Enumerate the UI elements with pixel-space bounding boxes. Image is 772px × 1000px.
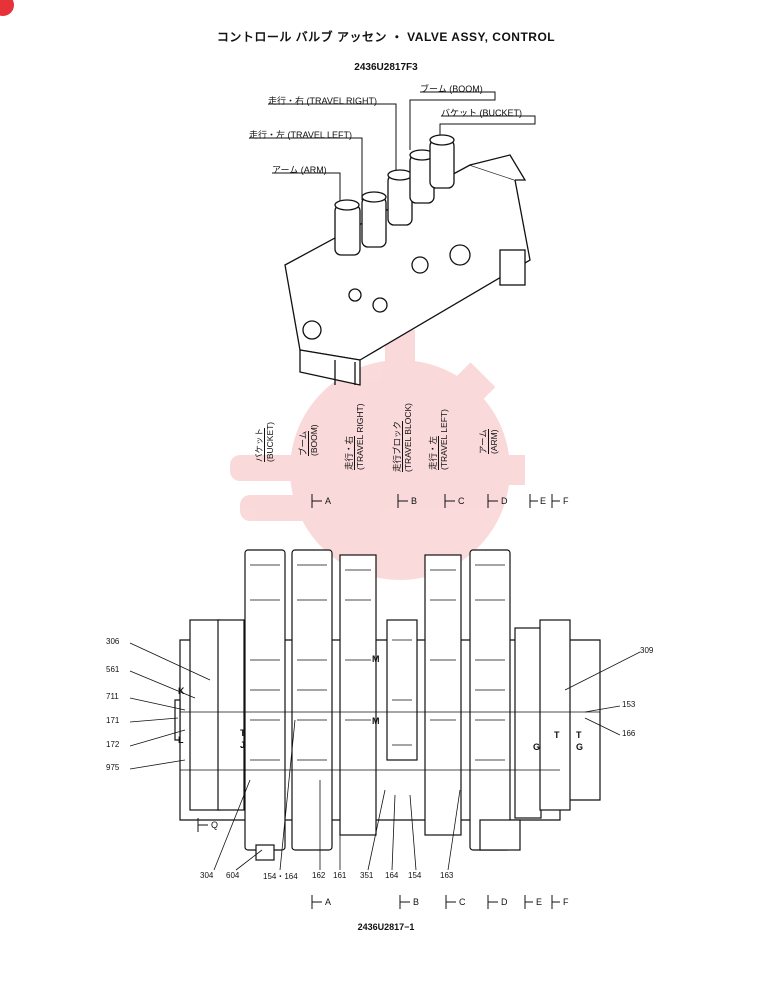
corner-badge	[0, 0, 14, 16]
port-t-left: T	[240, 728, 246, 738]
port-t-right1: T	[554, 730, 560, 740]
section-label-arm: アーム (ARM)	[478, 429, 499, 454]
section-label-bucket: バケット (BUCKET)	[254, 422, 275, 462]
part-ref-164: 164	[385, 871, 399, 880]
callout-arm: アーム (ARM)	[272, 165, 327, 175]
part-ref-309: 309	[640, 646, 654, 655]
part-ref-leaders	[129, 642, 641, 871]
section-mark-c-bottom: C	[459, 897, 466, 907]
port-m1: M	[372, 654, 380, 664]
port-j: J	[240, 740, 246, 750]
part-ref-172: 172	[106, 740, 120, 749]
part-ref-171: 171	[106, 716, 120, 725]
page-title: コントロール バルブ アッセン ・ VALVE ASSY, CONTROL	[216, 30, 556, 44]
section-label-travel-right-en: (TRAVEL RIGHT)	[355, 403, 365, 470]
callout-leaders	[249, 91, 536, 205]
part-ref-604: 604	[226, 871, 240, 880]
part-ref-306: 306	[106, 637, 120, 646]
section-label-arm-en: (ARM)	[489, 429, 499, 454]
section-label-travel-right-jp: 走行・右	[344, 435, 355, 470]
section-label-travel-left-en: (TRAVEL LEFT)	[439, 409, 449, 470]
section-mark-f-top: F	[563, 496, 569, 506]
section-label-travel-block-jp: 走行ブロック	[392, 420, 403, 472]
section-mark-c-top: C	[458, 496, 465, 506]
section-marks-top	[311, 494, 560, 508]
port-g2: G	[576, 742, 584, 752]
section-label-travel-left: 走行・左 (TRAVEL LEFT)	[428, 409, 449, 470]
part-ref-975: 975	[106, 763, 120, 772]
section-mark-b-top: B	[411, 496, 418, 506]
drawing-code-top: 2436U2817F3	[354, 62, 418, 73]
section-mark-b-bottom: B	[413, 897, 420, 907]
spool-details	[180, 564, 600, 771]
section-mark-f-bottom: F	[563, 897, 569, 907]
callout-bucket: バケット (BUCKET)	[441, 108, 523, 118]
part-ref-153: 153	[622, 700, 636, 709]
section-label-boom: ブーム (BOOM)	[298, 424, 319, 456]
section-label-travel-block: 走行ブロック (TRAVEL BLOCK)	[392, 403, 413, 472]
watermark-gear	[230, 330, 525, 580]
section-label-arm-jp: アーム	[478, 429, 489, 454]
part-ref-154-164: 154・164	[263, 872, 298, 881]
part-ref-163: 163	[440, 871, 454, 880]
section-label-bucket-jp: バケット	[254, 427, 265, 462]
part-ref-351: 351	[360, 871, 374, 880]
part-ref-154: 154	[408, 871, 422, 880]
section-label-bucket-en: (BUCKET)	[265, 421, 275, 462]
section-label-boom-jp: ブーム	[298, 430, 309, 456]
port-t-right2: T	[576, 730, 582, 740]
section-label-boom-en: (BOOM)	[309, 424, 319, 456]
isometric-valve	[284, 134, 531, 386]
part-ref-161: 161	[333, 871, 347, 880]
section-mark-d-bottom: D	[501, 897, 508, 907]
callout-travel-left: 走行・左 (TRAVEL LEFT)	[249, 130, 353, 140]
section-marks-bottom	[197, 818, 560, 909]
port-l: L	[178, 735, 184, 745]
section-label-travel-block-en: (TRAVEL BLOCK)	[403, 403, 413, 472]
section-mark-a-bottom: A	[325, 897, 332, 907]
section-mark-d-top: D	[501, 496, 508, 506]
part-ref-304: 304	[200, 871, 214, 880]
section-mark-e-top: E	[540, 496, 547, 506]
drawing-code-bottom: 2436U2817−1	[357, 922, 415, 932]
section-label-travel-right: 走行・右 (TRAVEL RIGHT)	[344, 403, 365, 470]
port-g1: G	[533, 742, 541, 752]
part-ref-711: 711	[106, 692, 119, 701]
section-label-travel-left-jp: 走行・左	[428, 435, 439, 470]
section-mark-e-bottom: E	[536, 897, 543, 907]
cross-section-body	[174, 549, 601, 861]
callout-boom: ブーム (BOOM)	[420, 84, 483, 94]
port-m2: M	[372, 716, 380, 726]
part-ref-166: 166	[622, 729, 636, 738]
part-ref-162: 162	[312, 871, 326, 880]
part-ref-561: 561	[106, 665, 120, 674]
section-mark-q: Q	[211, 820, 219, 830]
port-k: K	[178, 686, 185, 696]
callout-travel-right: 走行・右 (TRAVEL RIGHT)	[268, 96, 378, 106]
section-mark-a-top: A	[325, 496, 332, 506]
